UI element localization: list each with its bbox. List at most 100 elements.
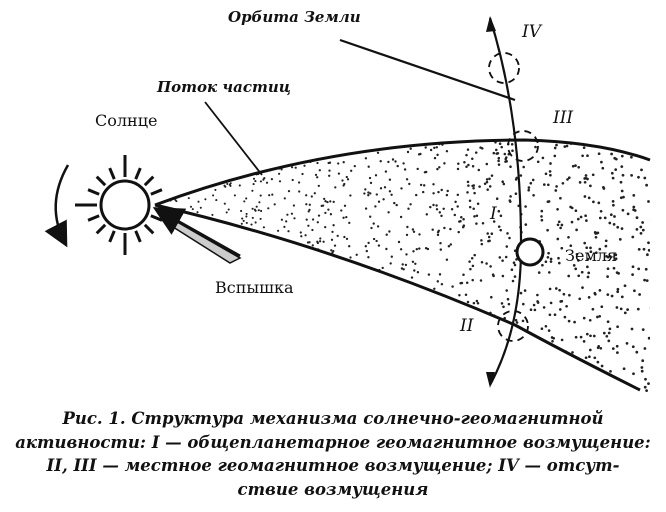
particle-dot <box>223 184 226 187</box>
particle-dot <box>627 390 631 394</box>
stream-pointer-line <box>204 101 263 176</box>
particle-dot <box>347 137 349 139</box>
particle-dot <box>651 292 654 295</box>
particle-dot <box>233 231 236 235</box>
particle-dot <box>182 178 185 181</box>
particle-dot <box>205 364 208 367</box>
particle-dot <box>371 335 374 338</box>
particle-dot <box>519 379 523 383</box>
particle-dot <box>445 398 447 400</box>
particle-dot <box>196 282 199 285</box>
particle-dot <box>339 354 342 357</box>
particle-dot <box>397 240 401 244</box>
particle-dot <box>208 360 212 363</box>
particle-dot <box>382 315 385 318</box>
particle-dot <box>445 314 449 317</box>
particle-dot <box>276 260 279 264</box>
particle-dot <box>408 182 411 186</box>
particle-dot <box>227 208 230 211</box>
particle-dot <box>583 180 587 184</box>
particle-dot <box>340 319 344 322</box>
particle-dot <box>207 223 210 226</box>
particle-dot <box>318 371 322 375</box>
particle-dot <box>179 186 182 189</box>
particle-dot <box>323 351 326 354</box>
particle-dot <box>472 344 475 348</box>
particle-dot <box>221 135 223 137</box>
particle-dot <box>388 178 392 181</box>
particle-dot <box>587 196 591 200</box>
particle-dot <box>406 132 408 134</box>
particle-dot <box>356 351 359 354</box>
particle-dot <box>273 335 276 338</box>
particle-dot <box>312 369 315 372</box>
particle-dot <box>621 208 625 212</box>
particle-dot <box>648 131 651 134</box>
particle-dot <box>343 235 346 239</box>
particle-dot <box>390 193 393 196</box>
particle-dot <box>337 375 341 378</box>
particle-dot <box>632 205 636 209</box>
particle-dot <box>488 239 491 243</box>
particle-dot <box>536 300 539 303</box>
particle-dot <box>250 144 253 147</box>
particle-dot <box>308 150 311 153</box>
particle-dot <box>393 201 396 205</box>
particle-dot <box>433 287 436 291</box>
particle-dot <box>198 169 201 172</box>
figure-caption: Рис. 1. Структура механизма солнечно-гео… <box>0 407 666 501</box>
particle-dot <box>223 132 225 134</box>
particle-dot <box>445 149 449 153</box>
particle-dot <box>251 339 254 342</box>
particle-dot <box>282 370 285 373</box>
particle-dot <box>490 232 494 235</box>
particle-dot <box>643 176 647 180</box>
particle-dot <box>465 373 468 377</box>
particle-dot <box>276 322 279 325</box>
particle-dot <box>331 251 334 254</box>
particle-dot <box>463 384 466 387</box>
particle-dot <box>227 269 230 272</box>
particle-dot <box>178 353 181 356</box>
orbit-pointer-line <box>339 38 516 102</box>
particle-dot <box>401 388 404 391</box>
particle-dot <box>578 181 582 184</box>
particle-dot <box>374 144 377 147</box>
particle-dot <box>204 389 207 392</box>
particle-dot <box>419 183 423 187</box>
particle-dot <box>495 392 498 395</box>
particle-dot <box>311 329 315 332</box>
particle-dot <box>388 131 390 133</box>
particle-dot <box>547 271 551 274</box>
particle-dot <box>242 349 245 352</box>
particle-dot <box>607 384 611 388</box>
particle-dot <box>563 315 567 319</box>
particle-dot <box>468 260 471 263</box>
particle-dot <box>509 200 512 203</box>
particle-dot <box>512 363 515 367</box>
particle-dot <box>395 351 399 354</box>
particle-dot <box>524 205 527 208</box>
particle-dot <box>484 374 488 378</box>
position-ii-label: II <box>460 316 474 336</box>
particle-dot <box>266 319 269 322</box>
particle-dot <box>461 130 464 133</box>
particle-dot <box>246 325 249 328</box>
particle-dot <box>329 213 333 216</box>
particle-dot <box>586 275 590 279</box>
particle-dot <box>448 341 452 345</box>
particle-dot <box>163 226 166 229</box>
particle-dot <box>400 267 404 270</box>
particle-dot <box>155 299 158 302</box>
particle-dot <box>231 331 234 334</box>
particle-dot <box>465 281 469 285</box>
particle-dot <box>412 250 415 253</box>
particle-dot <box>431 228 434 231</box>
particle-dot <box>358 323 361 327</box>
particle-dot <box>588 386 592 389</box>
particle-dot <box>474 151 478 154</box>
particle-dot <box>282 359 285 362</box>
particle-dot <box>622 367 626 371</box>
particle-dot <box>291 359 294 363</box>
particle-dot <box>315 142 318 145</box>
